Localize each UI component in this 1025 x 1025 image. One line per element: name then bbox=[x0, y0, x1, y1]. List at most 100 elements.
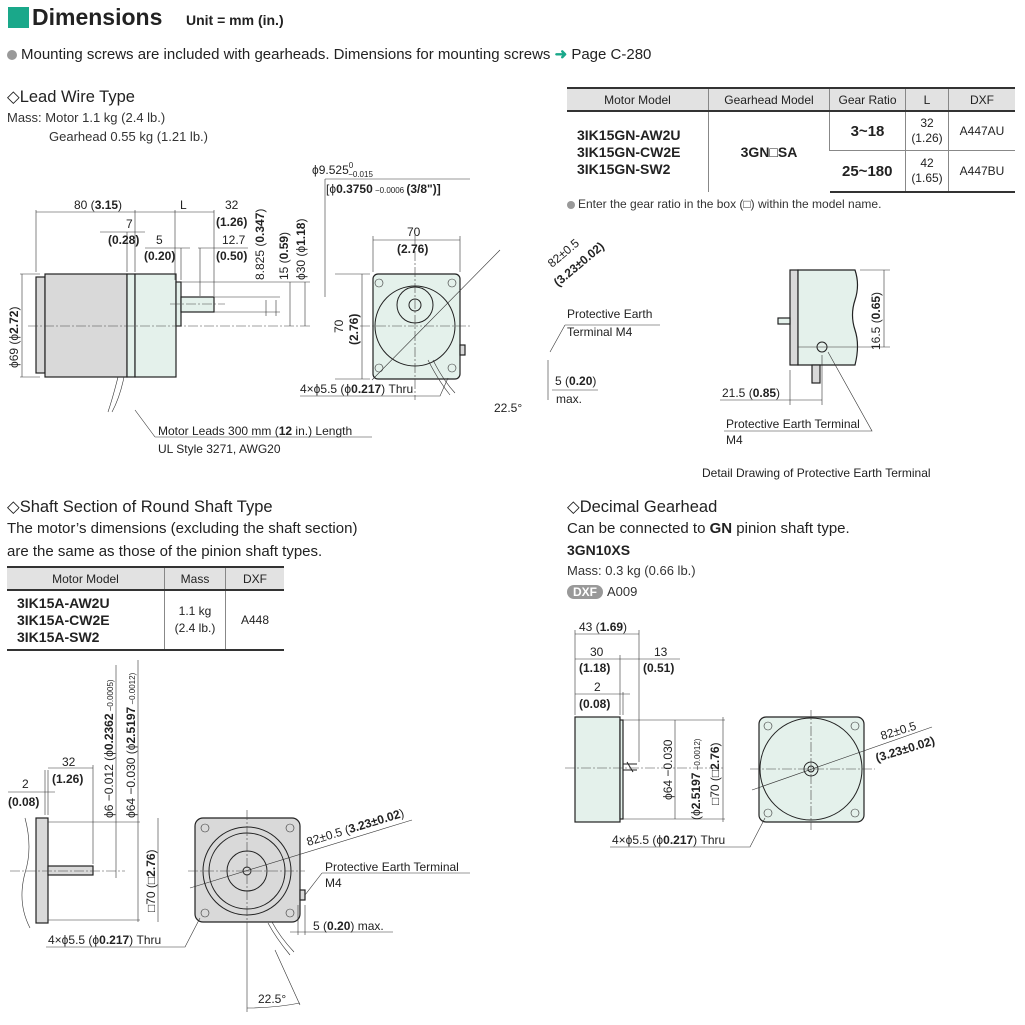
dim-5-in: (0.20) bbox=[144, 249, 175, 263]
decimal-side-view: 43 (1.69) 30 (1.18) 13 (0.51) 2 (0.08) ϕ… bbox=[565, 620, 725, 823]
holes-label: 4×ϕ5.5 (ϕ0.217) Thru bbox=[612, 833, 725, 847]
col-header: Gear Ratio bbox=[829, 87, 906, 112]
gear-ratio: 3~18 bbox=[829, 111, 906, 151]
dim-sq70: □70 (□2.76) bbox=[144, 849, 158, 912]
note-text: Mounting screws are included with gearhe… bbox=[21, 46, 555, 63]
decimal-front-view: 82±0.5 (3.23±0.02) 4×ϕ5.5 (ϕ0.217) Thru bbox=[610, 710, 936, 848]
dim-32-in: (1.26) bbox=[52, 772, 83, 786]
dxf-link[interactable]: A448 bbox=[225, 590, 284, 651]
unit-label: Unit = mm (in.) bbox=[186, 12, 284, 28]
dim-43: 43 (1.69) bbox=[579, 620, 627, 634]
desc-text: Can be connected to bbox=[567, 520, 710, 537]
length-mm: 32 bbox=[920, 116, 934, 130]
holes-label: 4×ϕ5.5 (ϕ0.217) Thru bbox=[300, 382, 413, 396]
motor-leads-label: Motor Leads 300 mm (12 in.) Length bbox=[158, 424, 352, 438]
page-link[interactable]: Page C-280 bbox=[567, 46, 652, 63]
max-5-label: 5 (0.20) bbox=[555, 374, 596, 388]
dim-2: 2 bbox=[22, 777, 29, 791]
dim-80: 80 (3.15) bbox=[74, 198, 122, 212]
dim-70: 70 bbox=[407, 225, 421, 239]
dim-12-7-in: (0.50) bbox=[216, 249, 247, 263]
bullet-icon bbox=[7, 50, 17, 60]
dim-L: L bbox=[180, 198, 187, 212]
dim-sq70: □70 (□2.76) bbox=[708, 742, 722, 805]
col-header: Mass bbox=[164, 566, 226, 591]
decimal-mass: Mass: 0.3 kg (0.66 lb.) bbox=[567, 563, 696, 578]
motor-model: 3IK15GN-SW2 bbox=[577, 160, 671, 177]
dim-13: 13 bbox=[654, 645, 668, 659]
round-shaft-desc: The motor’s dimensions (excluding the sh… bbox=[7, 520, 358, 537]
motor-model: 3IK15A-CW2E bbox=[17, 611, 110, 628]
dim-15: 15 (0.59) bbox=[277, 232, 291, 280]
dim-phi69: ϕ69 (ϕ2.72) bbox=[7, 307, 21, 368]
gear-ratio: 25~180 bbox=[829, 150, 906, 193]
dim-5: 5 bbox=[156, 233, 163, 247]
max-label: max. bbox=[556, 392, 582, 406]
dim-phi6: ϕ6 −0.012 (ϕ0.2362 −0.0005) bbox=[102, 679, 116, 818]
lead-wire-front-view: 70 (2.76) 70 (2.76) 82±0.5 (3.23±0.02) P… bbox=[300, 225, 660, 415]
dim-7: 7 bbox=[126, 217, 133, 231]
bullet-icon bbox=[567, 201, 575, 209]
length-cell: 42(1.65) bbox=[905, 150, 949, 193]
mass-lb: (2.4 lb.) bbox=[174, 621, 216, 635]
page-title: Dimensions bbox=[32, 4, 163, 30]
dim-7-in: (0.28) bbox=[108, 233, 139, 247]
motor-model: 3IK15A-AW2U bbox=[17, 594, 110, 611]
round-shaft-title: ◇Shaft Section of Round Shaft Type bbox=[7, 498, 273, 516]
col-header: Gearhead Model bbox=[708, 87, 830, 112]
decimal-model: 3GN10XS bbox=[567, 542, 631, 558]
shaft-tolerance: ϕ9.5250−0.015 bbox=[312, 161, 373, 179]
mass-kg: 1.1 kg bbox=[178, 604, 212, 618]
motor-model: 3IK15A-SW2 bbox=[17, 628, 100, 645]
dim-2-in: (0.08) bbox=[8, 795, 39, 809]
dim-phi64: ϕ64 −0.030 bbox=[661, 739, 675, 800]
col-header: DXF bbox=[225, 566, 284, 591]
dim-phi30: ϕ30 (ϕ1.18) bbox=[294, 219, 308, 280]
shaft-tolerance-in: [ϕ0.3750 −0.0006 (3/8")] bbox=[326, 182, 441, 196]
desc-bold: GN bbox=[709, 520, 733, 537]
ul-style-label: UL Style 3271, AWG20 bbox=[158, 442, 281, 456]
lead-wire-mass-motor: Mass: Motor 1.1 kg (2.4 lb.) bbox=[7, 110, 166, 125]
dim-70-vertical-in: (2.76) bbox=[347, 314, 361, 345]
col-header: DXF bbox=[948, 87, 1015, 112]
lead-wire-side-view: 80 (3.15) L 32 (1.26) 7 (0.28) 5 (0.20) … bbox=[7, 161, 470, 456]
round-shaft-side-view: 2 (0.08) 32 (1.26) ϕ6 −0.012 (ϕ0.2362 −0… bbox=[8, 660, 159, 929]
dim-21-5: 21.5 (0.85) bbox=[722, 386, 780, 400]
dim-82: 82±0.5 (3.23±0.02) bbox=[305, 806, 406, 849]
length-in: (1.26) bbox=[911, 131, 943, 145]
section-marker-icon bbox=[8, 7, 29, 28]
mounting-note: Mounting screws are included with gearhe… bbox=[7, 45, 651, 63]
decimal-title: ◇Decimal Gearhead bbox=[567, 498, 718, 516]
table-row: 25~180 42(1.65) A447BU bbox=[567, 150, 1015, 193]
angle-label: 22.5° bbox=[494, 401, 522, 415]
dxf-link[interactable]: A447BU bbox=[948, 150, 1015, 193]
dim-32-in: (1.26) bbox=[216, 215, 247, 229]
dim-phi2519: (ϕ2.5197 −0.0012) bbox=[689, 738, 703, 820]
pe-terminal-label-2: Terminal M4 bbox=[567, 325, 633, 339]
detail-m4-label: M4 bbox=[726, 433, 743, 447]
motor-model: 3IK15GN-CW2E bbox=[577, 143, 681, 160]
dim-2-in: (0.08) bbox=[579, 697, 610, 711]
dim-8-825: 8.825 (0.347) bbox=[253, 209, 267, 280]
col-header: L bbox=[905, 87, 949, 112]
dxf-link[interactable]: A009 bbox=[607, 584, 638, 599]
dim-32: 32 bbox=[225, 198, 239, 212]
col-header: Motor Model bbox=[567, 87, 709, 112]
dim-32: 32 bbox=[62, 755, 76, 769]
dim-16-5: 16.5 (0.65) bbox=[869, 292, 883, 350]
decimal-desc: Can be connected to GN pinion shaft type… bbox=[567, 520, 850, 537]
desc-text: pinion shaft type. bbox=[732, 520, 850, 537]
gear-ratio-note: Enter the gear ratio in the box (□) with… bbox=[567, 197, 881, 211]
length-mm: 42 bbox=[920, 156, 934, 170]
dim-70-vertical: 70 bbox=[332, 319, 346, 333]
dxf-link[interactable]: A447AU bbox=[948, 111, 1015, 151]
dim-70-in: (2.76) bbox=[397, 242, 428, 256]
pe-terminal-label: Protective Earth bbox=[567, 307, 652, 321]
